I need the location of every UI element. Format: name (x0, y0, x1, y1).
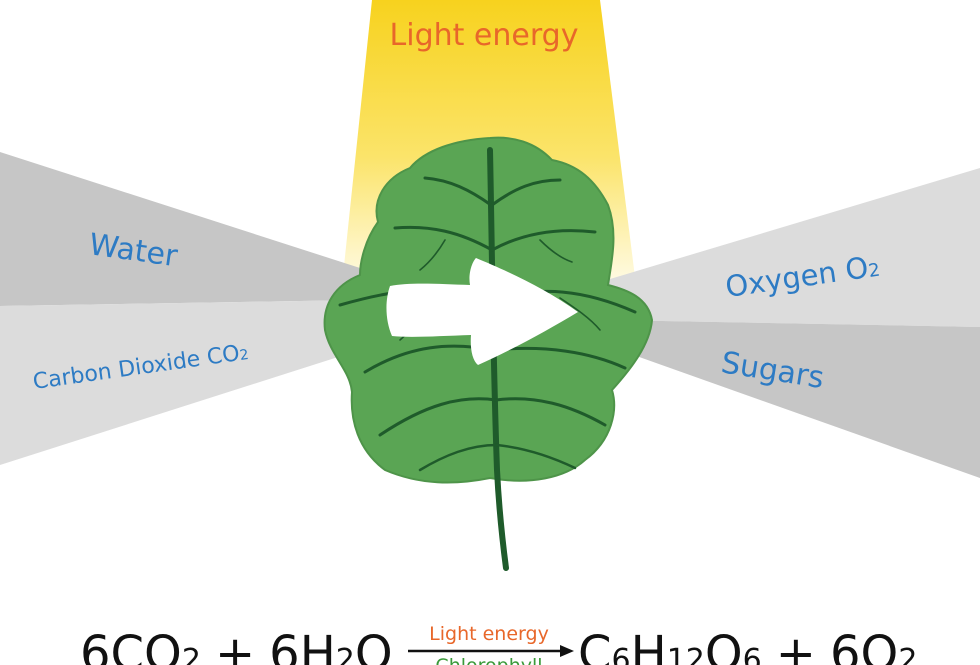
oxygen-ray (600, 168, 980, 327)
oxygen-subscript: 2 (867, 260, 881, 282)
light-energy-label: Light energy (390, 18, 579, 53)
plus-sign-2: + (776, 626, 816, 665)
water-term-o: O (355, 626, 393, 665)
oxygen-term: 6O (830, 626, 898, 665)
equation-left-side: 6CO2+6H2O (80, 626, 393, 665)
glucose-h-subscript: 12 (667, 643, 705, 665)
glucose-h: H (631, 626, 667, 665)
water-term-subscript: 2 (336, 643, 355, 665)
water-ray (0, 152, 360, 306)
reaction-condition-chlorophyll: Chlorophyll (435, 655, 542, 665)
photosynthesis-equation: 6CO2+6H2O Light energy Chlorophyll C6H12… (80, 623, 917, 665)
glucose-o: O (705, 626, 743, 665)
glucose-o-subscript: 6 (743, 643, 762, 665)
co2-term-subscript: 2 (182, 643, 201, 665)
carbon-dioxide-subscript: 2 (239, 347, 250, 364)
reaction-condition-light: Light energy (429, 623, 549, 645)
water-term: 6H (269, 626, 336, 665)
arrow-right-icon (386, 258, 578, 365)
glucose-c-subscript: 6 (612, 643, 631, 665)
equation-right-side: C6H12O6+6O2 (578, 626, 917, 665)
plus-sign: + (215, 626, 255, 665)
oxygen-term-subscript: 2 (898, 643, 917, 665)
reaction-arrow-head (560, 645, 574, 657)
carbon-dioxide-ray (0, 300, 360, 465)
co2-term: 6CO (80, 626, 182, 665)
glucose-c: C (578, 626, 612, 665)
sugars-ray (612, 320, 980, 478)
